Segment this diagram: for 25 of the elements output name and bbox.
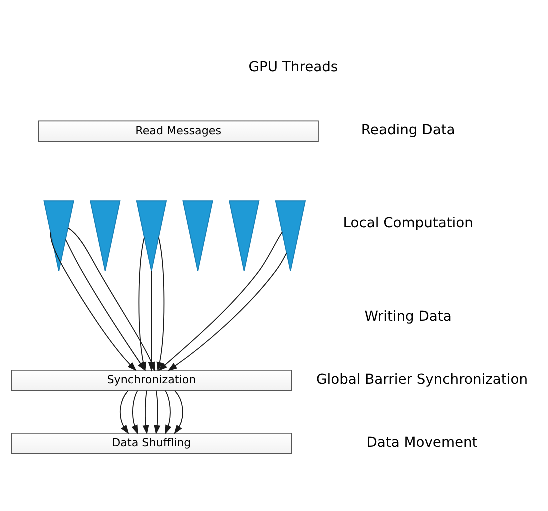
arrow: [154, 390, 161, 434]
node-arrow: [90, 200, 121, 272]
arrow: [165, 390, 172, 434]
node-box: Read Messages: [38, 120, 319, 142]
node-arrow: [275, 200, 306, 272]
label: Writing Data: [364, 308, 452, 324]
label: Data Movement: [366, 434, 478, 450]
arrow: [142, 390, 150, 434]
arrow: [120, 390, 130, 434]
label: GPU Threads: [248, 59, 338, 76]
node-box: Data Shuffling: [11, 432, 292, 454]
arrow: [168, 252, 288, 371]
node-arrow: [228, 200, 260, 272]
arrow: [158, 231, 283, 371]
node-arrow: [182, 200, 214, 272]
label: Reading Data: [361, 122, 456, 138]
node-arrow: [44, 200, 74, 272]
node-arrow: [136, 200, 168, 272]
arrow: [50, 232, 137, 371]
arrow: [174, 390, 184, 434]
node-box: Synchronization: [11, 369, 292, 391]
label: Global Barrier Synchronization: [316, 371, 528, 388]
arrow: [132, 390, 138, 434]
label: Local Computation: [343, 215, 474, 232]
arrow: [156, 236, 165, 371]
